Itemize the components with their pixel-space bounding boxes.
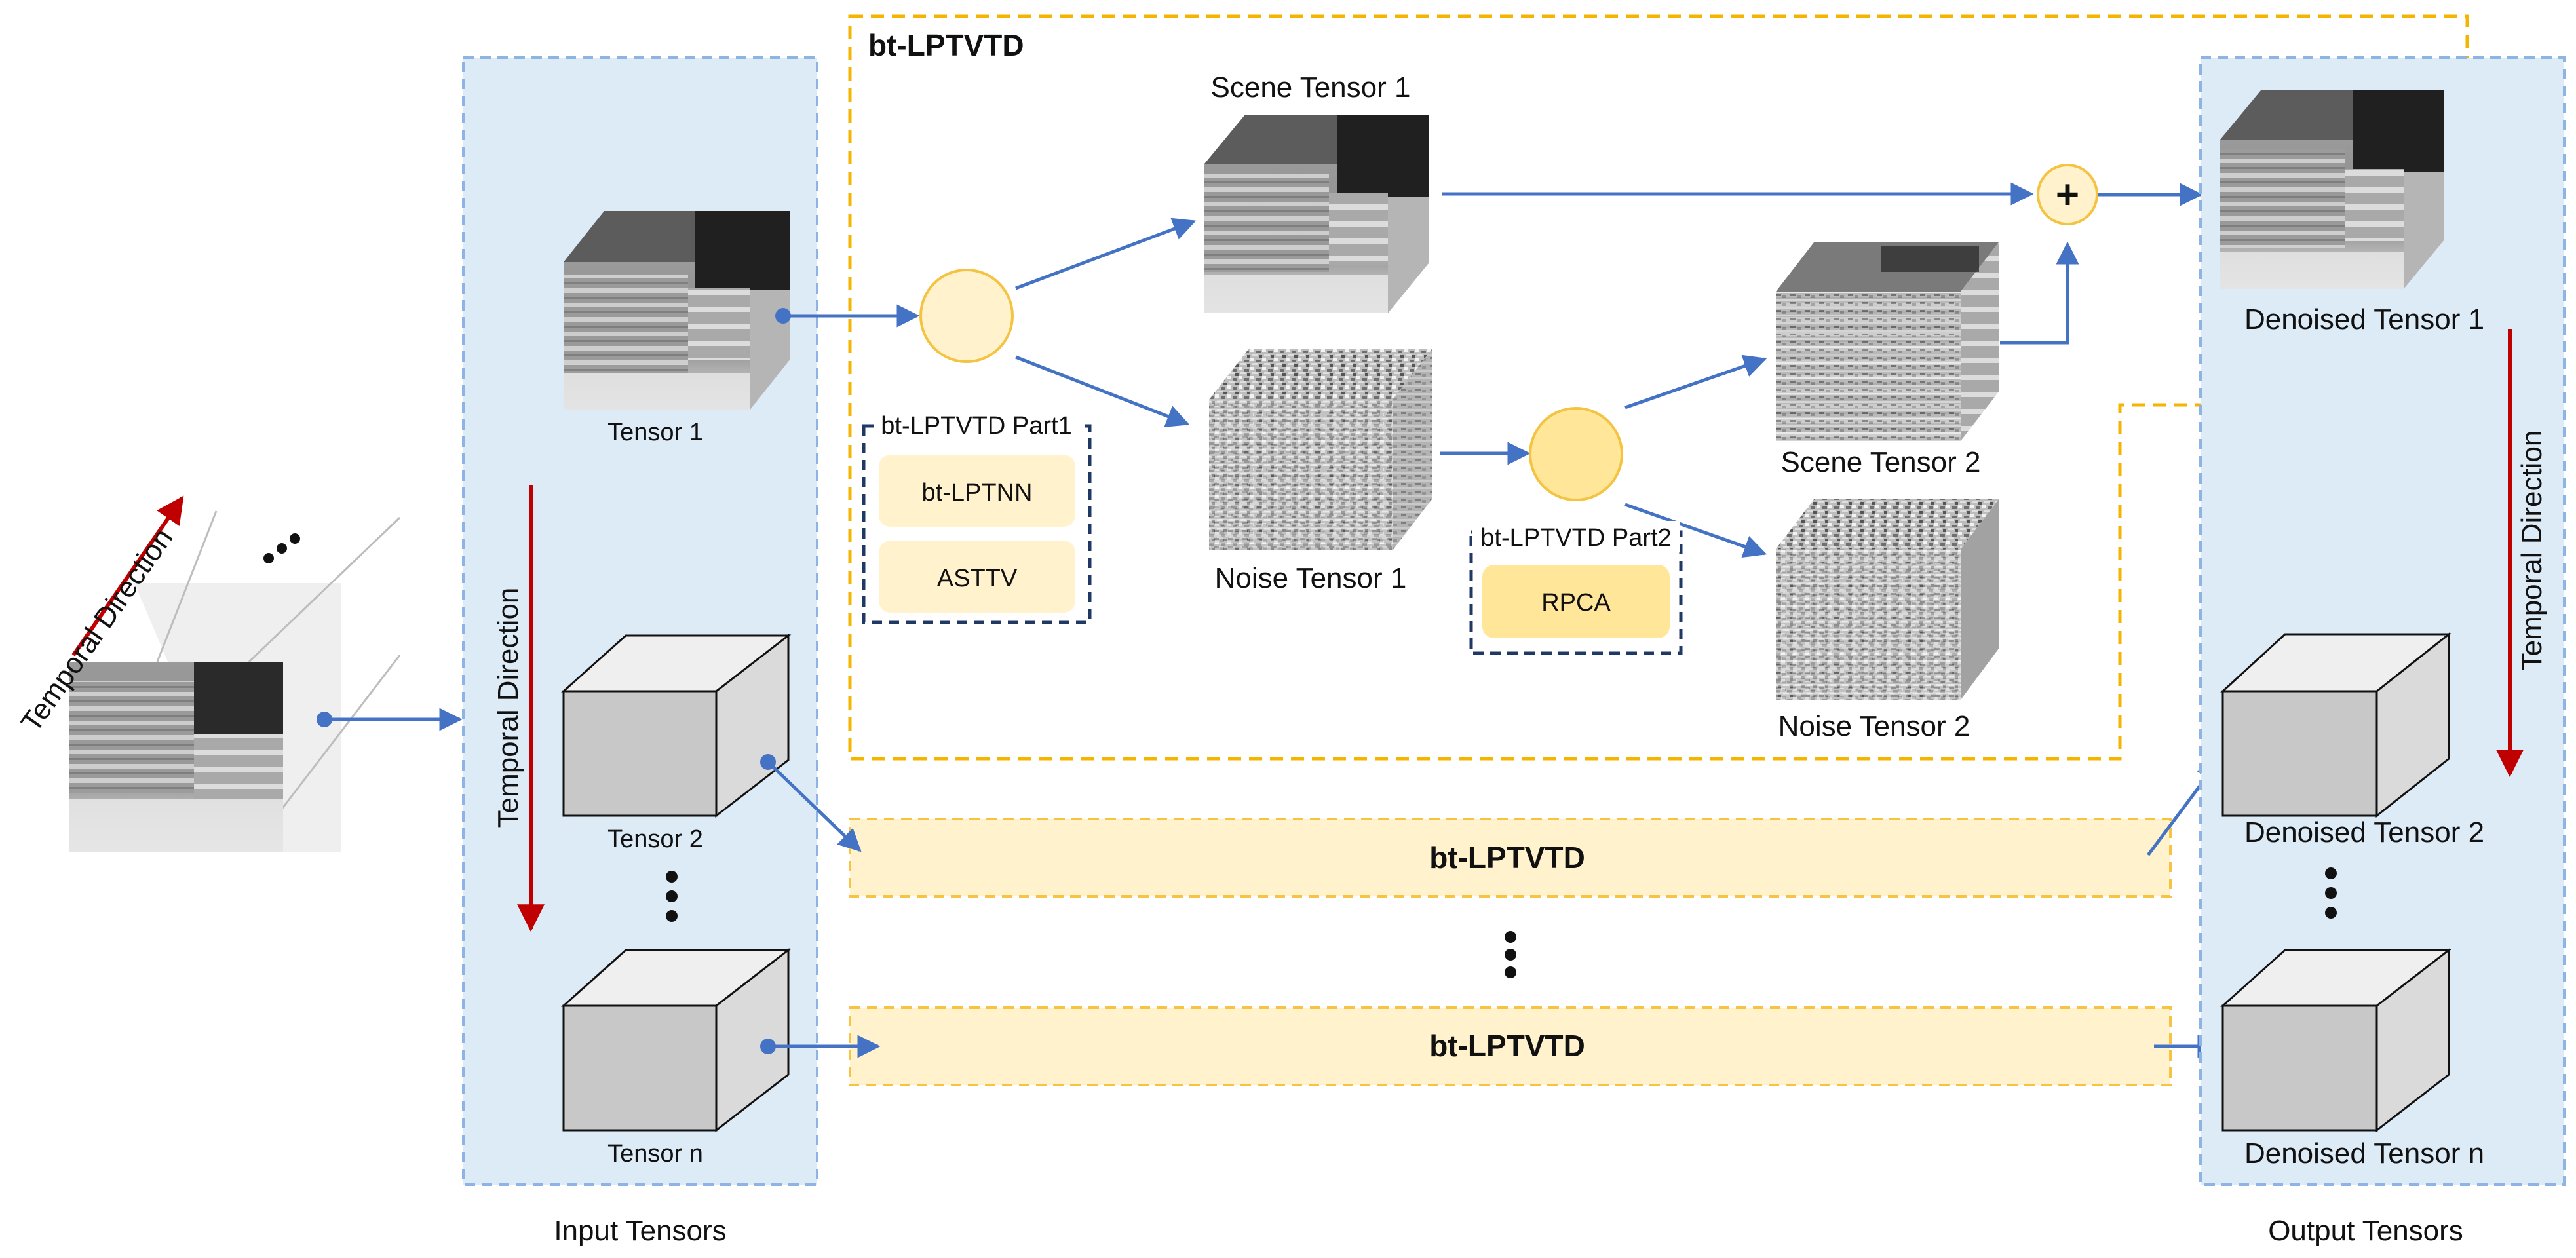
input-panel-temporal-label: Temporal Direction (492, 588, 524, 828)
part2-to-noise2-arrow (1624, 503, 1767, 558)
output-panel-title: Output Tensors (2268, 1215, 2463, 1247)
ellipsis-dot (2325, 867, 2337, 879)
tensor-n-label: Tensor n (607, 1140, 703, 1168)
part2-item-rpca (1482, 565, 1670, 638)
ellipsis-dot (666, 890, 678, 902)
ellipsis-dot (2325, 907, 2337, 919)
sum-operator-symbol: + (2056, 172, 2079, 218)
noise-tensor-2-label: Noise Tensor 2 (1778, 710, 1970, 742)
part2-title: bt-LPTVTD Part2 (1480, 524, 1671, 552)
ellipsis-dot (1505, 931, 1516, 943)
main-module: bt-LPTVTD bt-LPTVTD Part1 bt-LPTNN ASTTV… (775, 14, 2469, 761)
ellipsis-dot (666, 871, 678, 883)
part1-item-asttv-label: ASTTV (937, 565, 1018, 592)
part1-operator-circle (919, 269, 1014, 363)
input-panel-title: Input Tensors (554, 1215, 726, 1247)
scene-tensor-2-label: Scene Tensor 2 (1781, 446, 1981, 478)
sub-module-tensor-n: bt-LPTVTD (849, 1006, 2172, 1086)
tensor-2-cube (561, 633, 792, 818)
sum-operator (2037, 164, 2098, 225)
sub-module-tensor-2: bt-LPTVTD (849, 818, 2172, 898)
main-module-border (848, 14, 2469, 761)
input-temporal-arrow (71, 495, 184, 657)
denoised-tensor-1-cube (2220, 90, 2444, 289)
stack-dot (290, 533, 300, 544)
noise-tensor-1-cube (1209, 349, 1432, 550)
part2-operator-circle (1529, 407, 1623, 501)
ellipsis-dot (666, 910, 678, 922)
denoised-tensor-1-label: Denoised Tensor 1 (2244, 303, 2484, 335)
tensor-1-label: Tensor 1 (607, 419, 703, 446)
ellipsis-dot (1505, 966, 1516, 978)
scene-tensor-2-cube (1776, 242, 1999, 441)
part1-item-bt-lptnn-label: bt-LPTNN (922, 479, 1033, 506)
ellipsis-dot (1505, 949, 1516, 961)
part1-title-bg (874, 409, 1080, 440)
sub-module-box (849, 1006, 2172, 1086)
denoised-tensor-2-label: Denoised Tensor 2 (2244, 816, 2484, 848)
scene-tensor-1-cube (1204, 115, 1429, 313)
input-video-stack: Temporal Direction (15, 495, 463, 852)
part2-to-scene2-arrow (1624, 354, 1767, 410)
sub-module-box (849, 818, 2172, 898)
tensor-1-cube (564, 211, 790, 410)
tensor-n-cube (561, 947, 792, 1133)
part1-item-asttv (879, 541, 1075, 613)
stack-edge-line (248, 516, 401, 663)
part1-title: bt-LPTVTD Part1 (881, 412, 1071, 440)
scene2-to-sum-arrow (2000, 241, 2079, 345)
sub-module-label: bt-LPTVTD (1429, 1029, 1585, 1063)
ellipsis-dot (2325, 887, 2337, 899)
part2-item-rpca-label: RPCA (1541, 589, 1611, 617)
tensor-2-label: Tensor 2 (607, 826, 703, 853)
main-module-title: bt-LPTVTD (868, 28, 1024, 62)
denoised-tensor-n-cube (2220, 947, 2452, 1133)
noise-tensor-1-label: Noise Tensor 1 (1215, 562, 1407, 594)
noise-tensor-2-cube (1776, 499, 1999, 700)
output-panel-temporal-label: Temporal Direction (2516, 430, 2548, 671)
denoised-tensor-n-label: Denoised Tensor n (2244, 1137, 2484, 1170)
scene-tensor-1-label: Scene Tensor 1 (1211, 71, 1411, 104)
denoised-tensor-2-cube (2220, 632, 2452, 818)
input-frame-image (69, 662, 283, 852)
part2-title-bg (1472, 521, 1680, 552)
part1-item-bt-lptnn (879, 455, 1075, 527)
tensor-2-to-module-arrow (767, 761, 862, 852)
input-tensors-panel: Input Tensors Tensor 1 Temporal Directio… (462, 56, 818, 1247)
part1-box (862, 424, 1092, 624)
stack-dot (277, 543, 287, 554)
stack-dot (263, 553, 274, 563)
output-tensors-panel: Output Tensors Denoised Tensor 1 Tempora… (2199, 56, 2566, 1247)
split-to-scene-arrow (1015, 218, 1197, 290)
sub-module-label: bt-LPTVTD (1429, 841, 1585, 875)
split-to-noise-arrow (1015, 355, 1190, 427)
stack-edge-line (156, 510, 218, 662)
